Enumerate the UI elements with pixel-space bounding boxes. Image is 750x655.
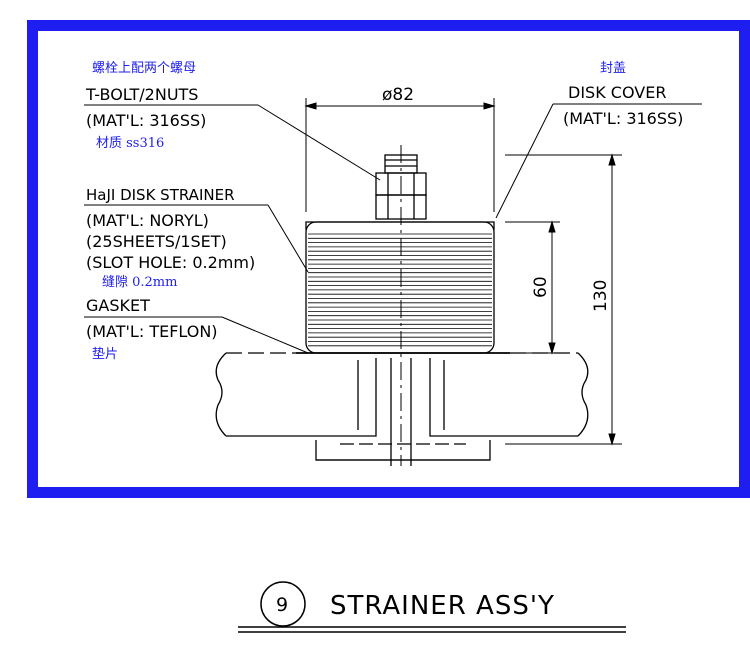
title-number: 9 bbox=[276, 594, 288, 616]
drawing-frame bbox=[27, 20, 750, 498]
strainer-body bbox=[296, 145, 510, 466]
strainer-slot: (SLOT HOLE: 0.2mm) bbox=[86, 253, 255, 272]
diameter-label: ø82 bbox=[382, 85, 414, 105]
cover-material: (MAT'L: 316SS) bbox=[563, 109, 683, 128]
title-number-circle bbox=[260, 581, 306, 627]
disk-sheet-lines bbox=[308, 233, 492, 347]
strainer-label: HaJI DISK STRAINER bbox=[86, 186, 235, 204]
leader-lines bbox=[84, 103, 702, 354]
gasket-label-cn: 垫片 bbox=[92, 346, 118, 362]
cover-label: DISK COVER bbox=[568, 83, 666, 102]
gasket-label: GASKET bbox=[86, 296, 150, 315]
strainer-slot-cn: 缝隙 0.2mm bbox=[102, 275, 177, 290]
strainer-material: (MAT'L: NORYL) bbox=[86, 211, 209, 230]
title-text: STRAINER ASS'Y bbox=[330, 591, 555, 621]
height-60-label: 60 bbox=[531, 276, 551, 298]
gasket-material: (MAT'L: TEFLON) bbox=[86, 322, 218, 341]
tank-base bbox=[215, 352, 589, 466]
cover-label-cn: 封盖 bbox=[600, 61, 626, 76]
tbolt-label: T-BOLT/2NUTS bbox=[85, 85, 198, 104]
tbolt-label-cn: 螺栓上配两个螺母 bbox=[92, 61, 196, 76]
strainer-sheets: (25SHEETS/1SET) bbox=[86, 232, 227, 251]
tbolt-material: (MAT'L: 316SS) bbox=[86, 111, 206, 130]
tbolt-material-cn: 材质 ss316 bbox=[96, 136, 164, 151]
height-130-label: 130 bbox=[591, 280, 611, 312]
dimension-lines bbox=[304, 98, 622, 446]
